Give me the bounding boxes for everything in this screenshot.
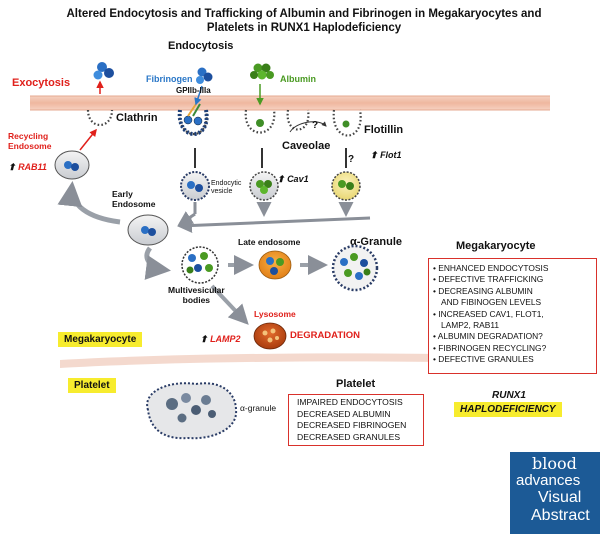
to-mvb-arrow — [144, 246, 171, 280]
logo-line-1: blood — [532, 454, 577, 473]
fibrinogen-label: Fibrinogen — [146, 74, 193, 84]
late-endosome-label: Late endosome — [238, 237, 301, 247]
clathrin-label: Clathrin — [116, 112, 158, 124]
megakaryocyte-finding: DECREASING ALBUMIN — [438, 286, 590, 297]
plasma-membrane — [30, 96, 550, 110]
endocytic-vesicle-albumin — [249, 171, 279, 201]
lysosome-label: Lysosome — [254, 309, 296, 319]
question-mark-1: ? — [312, 120, 319, 131]
platelet-finding: DECREASED ALBUMIN — [297, 408, 391, 419]
exocytosed-fibrinogen — [93, 62, 114, 80]
fibrinogen-molecule — [196, 67, 213, 84]
clathrin-pit — [177, 103, 209, 136]
flot1-label: ⬆ Flot1 — [370, 150, 402, 160]
recycling-endosome-label: Recycling Endosome — [8, 131, 52, 151]
platelet-heading: Platelet — [336, 378, 376, 390]
flotillin-label: Flotillin — [364, 124, 404, 136]
haplodeficiency-label: HAPLODEFICIENCY — [454, 402, 562, 417]
merge-arrow — [177, 216, 371, 233]
megakaryocyte-finding: FIBRINOGEN RECYCLING? — [438, 343, 590, 354]
caveolae-albumin — [256, 119, 264, 127]
albumin-molecule — [250, 63, 274, 80]
endocytic-vesicle-label: Endocytic vesicle — [211, 180, 242, 196]
platelet-tag: Platelet — [68, 378, 116, 393]
fibrinogen-arrow — [194, 85, 203, 106]
early-endosome-label: Early Endosome — [112, 189, 156, 209]
flotillin-cargo — [342, 120, 350, 128]
to-lysosome-arrow — [210, 284, 249, 325]
platelet-finding: DECREASED FIBRINOGEN — [297, 420, 407, 431]
title-line-1: Altered Endocytosis and Trafficking of A… — [66, 8, 542, 20]
alpha-granule-label: α-Granule — [350, 236, 402, 248]
albumin-label: Albumin — [280, 74, 316, 84]
megakaryocyte-finding: ALBUMIN DEGRADATION? — [438, 331, 590, 342]
megakaryocyte-finding: INCREASED CAV1, FLOT1, — [438, 309, 590, 320]
lysosome — [253, 322, 287, 350]
question-arrow — [289, 121, 327, 133]
megakaryocyte-summary-list: ENHANCED ENDOCYTOSISDEFECTIVE TRAFFICKIN… — [429, 259, 596, 366]
endocytic-vesicle-fibrinogen — [180, 171, 210, 201]
megakaryocyte-finding: ENHANCED ENDOCYTOSIS — [438, 263, 590, 274]
late-endosome — [258, 250, 292, 280]
title-line-2: Platelets in RUNX1 Haplodeficiency — [206, 22, 402, 34]
recycling-arrow — [79, 128, 97, 151]
endocytosis-label: Endocytosis — [168, 40, 234, 52]
logo-line-3: Visual — [538, 489, 582, 506]
rab11-label: ⬆ RAB11 — [8, 162, 47, 172]
megakaryocyte-heading: Megakaryocyte — [456, 240, 536, 252]
megakaryocyte-finding: DEFECTIVE GRANULES — [438, 354, 590, 365]
platelet-finding: IMPAIRED ENDOCYTOSIS — [297, 397, 403, 407]
return-arrow — [57, 181, 121, 225]
cav1-label: ⬆ Cav1 — [277, 174, 309, 184]
blood-advances-logo: blood advances Visual Abstract — [510, 452, 600, 534]
alpha-granule-platelet-label: α-granule — [240, 403, 277, 413]
gpiib-label: GPIIb-IIIa — [176, 86, 211, 95]
megakaryocyte-summary-box: ENHANCED ENDOCYTOSISDEFECTIVE TRAFFICKIN… — [428, 258, 597, 374]
runx1-label: RUNX1 — [492, 390, 526, 401]
degradation-label: DEGRADATION — [290, 330, 361, 341]
megakaryocyte-tag: Megakaryocyte — [58, 332, 143, 347]
question-mark-2: ? — [348, 154, 355, 165]
exocytosis-label: Exocytosis — [12, 77, 71, 89]
megakaryocyte-finding: AND FIBINOGEN LEVELS — [441, 297, 542, 308]
platelet-cell — [146, 382, 238, 440]
flotillin-vesicle — [331, 171, 361, 201]
megakaryocyte-finding: DEFECTIVE TRAFFICKING — [438, 274, 590, 285]
caveolae-label: Caveolae — [282, 140, 331, 152]
multivesicular-bodies-label: Multivesicular bodies — [168, 285, 225, 305]
lamp2-label: ⬆ LAMP2 — [200, 334, 241, 344]
megakaryocyte-finding: LAMP2, RAB11 — [441, 320, 500, 331]
platelet-finding: DECREASED GRANULES — [297, 431, 401, 442]
multivesicular-body — [181, 246, 219, 284]
alpha-granule-mk — [331, 244, 379, 292]
logo-line-2: advances — [516, 472, 581, 489]
logo-line-4: Abstract — [531, 507, 590, 524]
